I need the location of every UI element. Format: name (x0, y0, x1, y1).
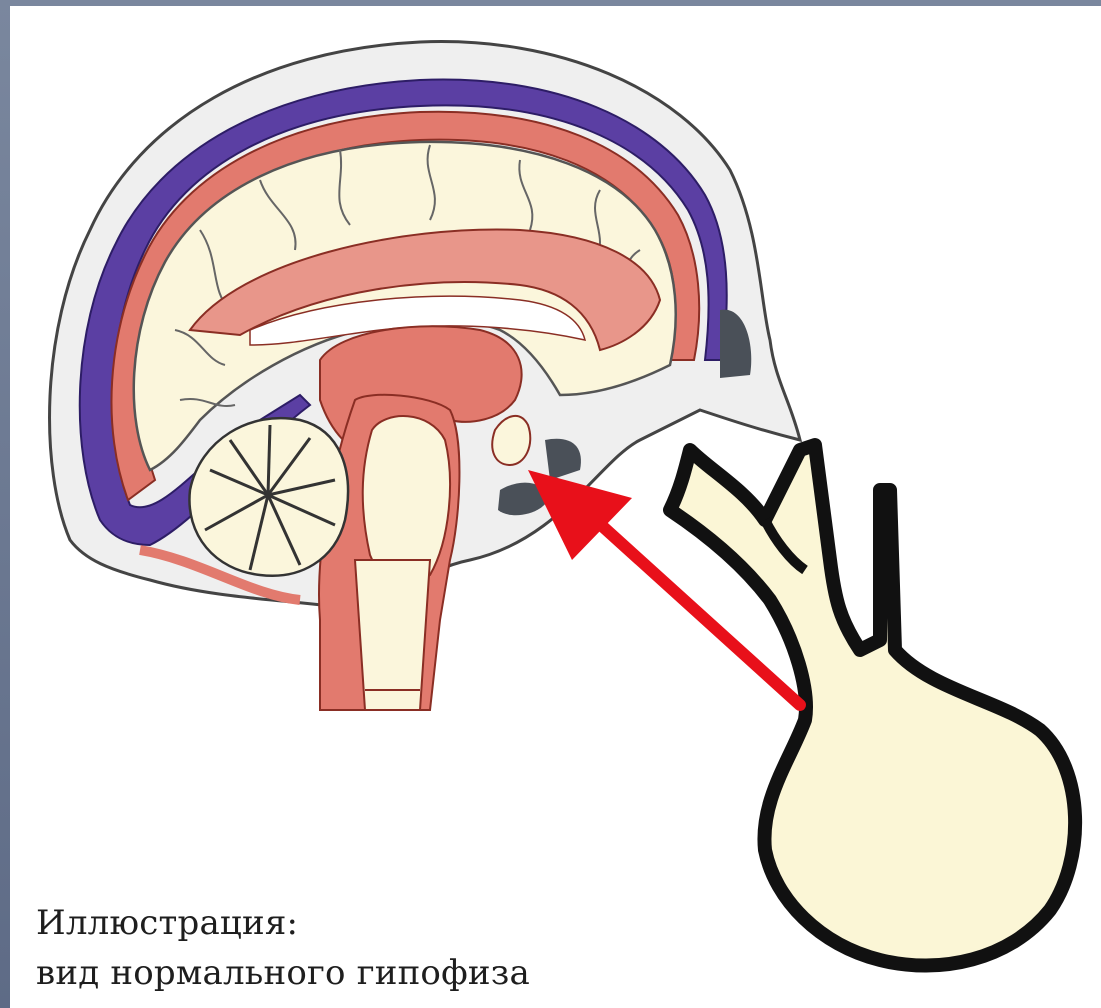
spinal-cord (355, 560, 430, 710)
pons (363, 416, 450, 582)
pituitary-gland-enlarged-illustration (670, 445, 1075, 966)
caption-line-1: Иллюстрация: (36, 898, 696, 948)
caption: Иллюстрация: вид нормального гипофиза (36, 898, 696, 998)
pituitary-gland-shape (670, 445, 1075, 966)
caption-line-2: вид нормального гипофиза (36, 948, 696, 998)
